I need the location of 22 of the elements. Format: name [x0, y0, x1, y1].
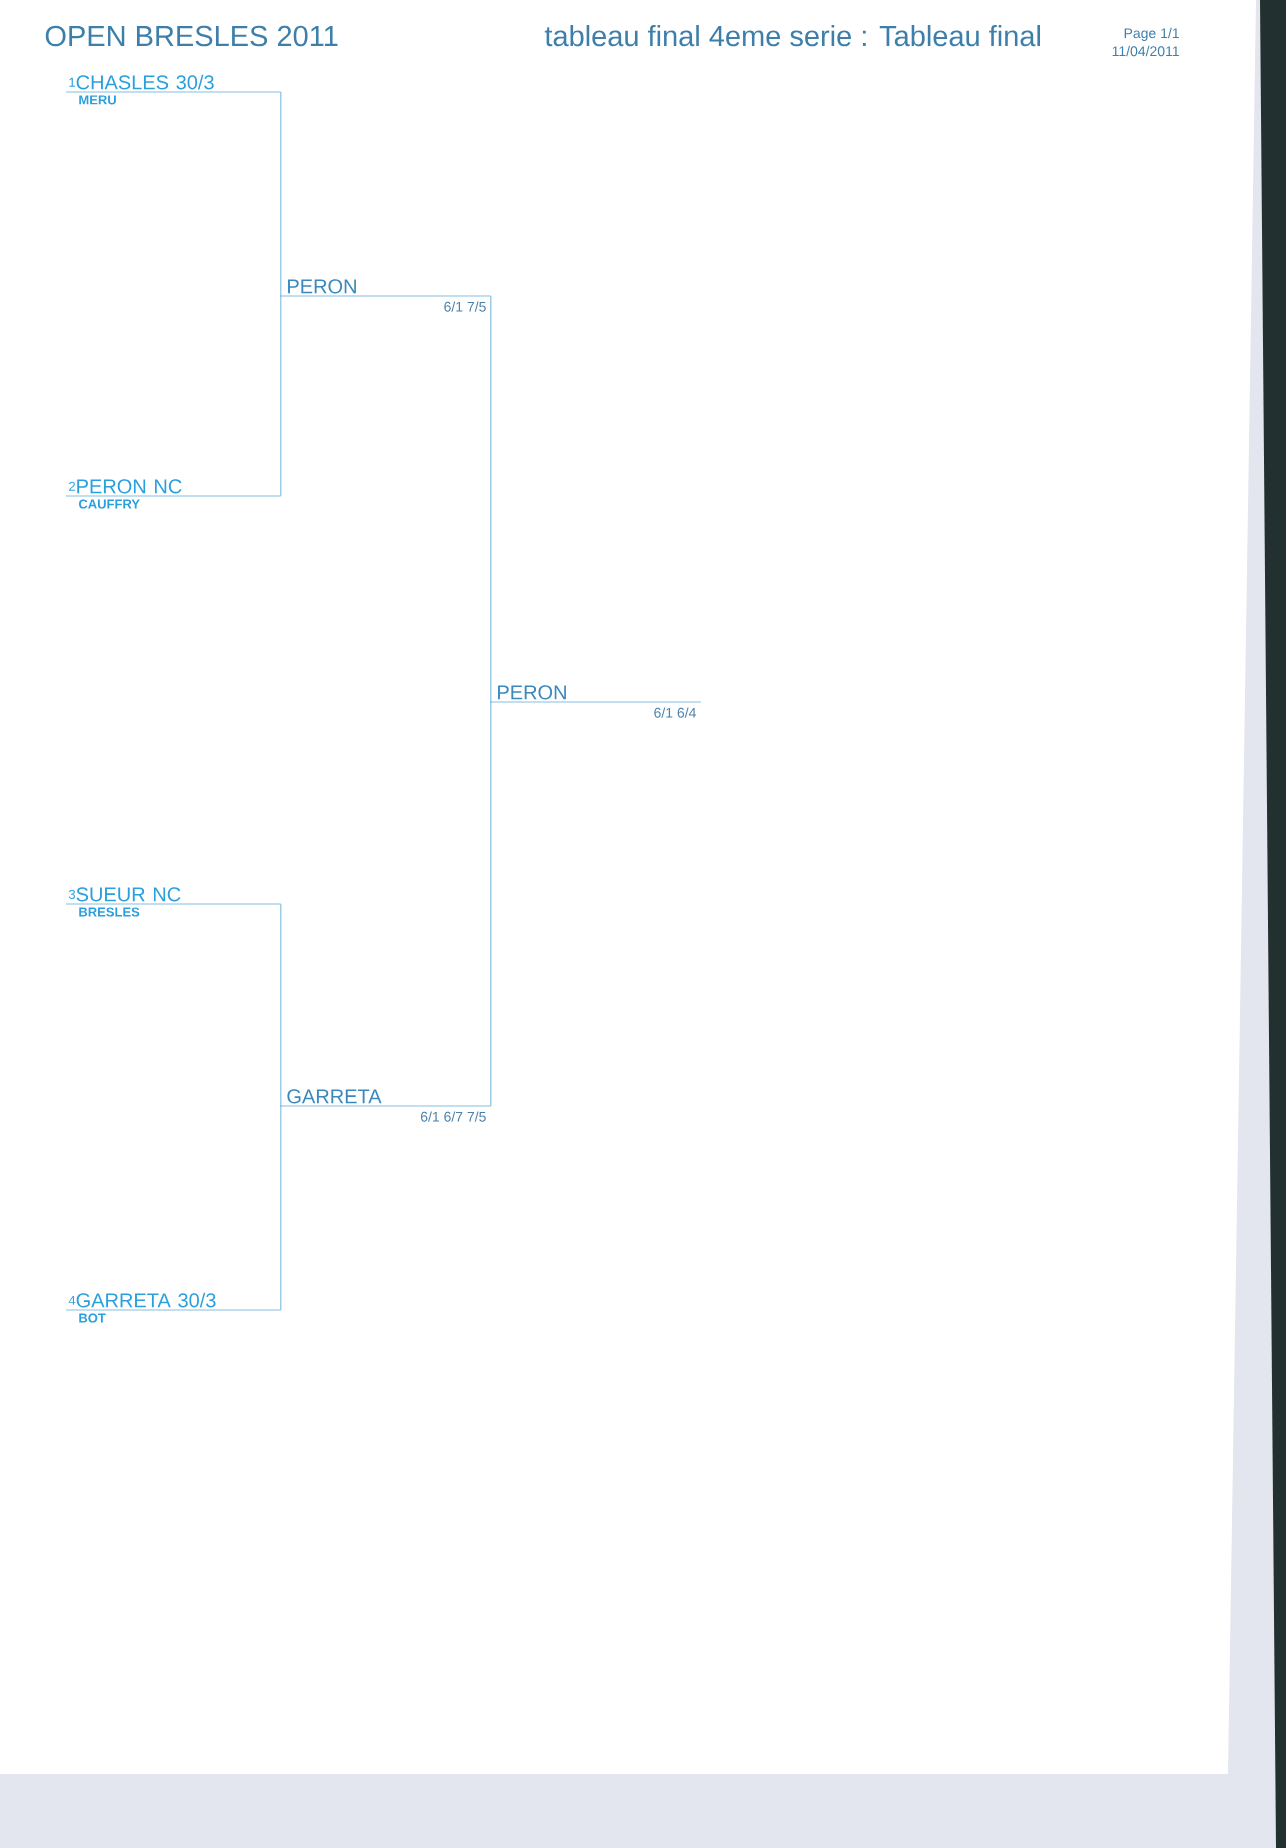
- player-name: CHASLES 30/3: [76, 74, 214, 90]
- bracket-line: [489, 701, 492, 1107]
- tournament-title: OPEN BRESLES 2011: [45, 25, 338, 47]
- bracket-slot: [279, 1089, 492, 1107]
- player-name: PERON: [498, 685, 566, 700]
- bracket-slot: [65, 887, 282, 905]
- draw-heading: tableau final 4eme serie : Tableau final: [544, 25, 1040, 47]
- bracket-slot: [279, 279, 492, 297]
- player-name: SUEUR NC: [76, 887, 181, 902]
- bracket-line: [279, 295, 282, 497]
- bracket-line: [489, 295, 492, 703]
- bracket-line: [279, 91, 282, 297]
- bracket-slot: [65, 74, 282, 93]
- player-name: PERON: [288, 279, 356, 294]
- player-name: PERON NC: [77, 479, 182, 494]
- bracket-slot: [489, 685, 702, 703]
- bracket-line: [279, 1105, 282, 1311]
- player-name: GARRETA: [287, 1089, 382, 1104]
- player-name: GARRETA 30/3: [76, 1292, 216, 1308]
- bracket-slot: [65, 1292, 282, 1311]
- bracket-slot: [65, 479, 282, 497]
- bracket-line: [279, 903, 282, 1107]
